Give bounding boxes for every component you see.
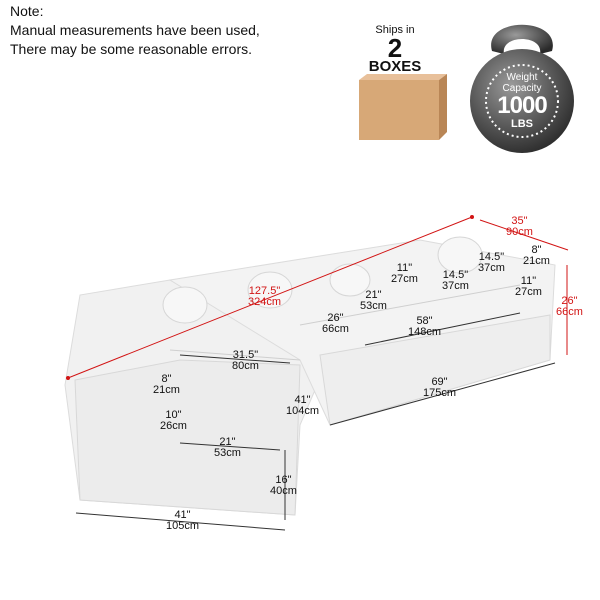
dim-back-height: 11"27cm [391, 262, 418, 285]
note-title: Note: [10, 3, 44, 19]
weight-capacity-badge: Weight Capacity 1000 LBS [462, 6, 582, 156]
dim-corner-width: 31.5"80cm [232, 349, 259, 372]
dim-front-length: 69"175cm [423, 376, 457, 399]
dim-total-length: 127.5"324cm [248, 285, 282, 308]
box-count: 2 [387, 33, 403, 63]
dim-left-arm-height: 10"26cm [160, 409, 187, 432]
shipping-box-icon [359, 74, 447, 140]
dim-seat-length: 58"148cm [408, 315, 442, 338]
boxes-label: BOXES [368, 58, 422, 75]
shipping-info: Ships in 2 BOXES [340, 24, 450, 75]
dim-left-back-height: 8"21cm [153, 373, 180, 396]
dim-back-pillow-height: 8"21cm [523, 244, 550, 267]
ships-in-label: Ships in [375, 24, 415, 36]
note: Note: Manual measurements have been used… [10, 2, 260, 59]
dim-left-width: 41"105cm [166, 509, 200, 532]
dim-pillow-width: 14.5"37cm [478, 251, 505, 274]
weight-unit: LBS [511, 118, 533, 130]
dim-depth: 35"90cm [506, 215, 533, 238]
kettlebell-icon [470, 24, 574, 153]
weight-value: 1000 [497, 92, 547, 119]
weight-label-1: Weight [506, 72, 538, 83]
note-line-1: Manual measurements have been used, [10, 22, 260, 38]
dim-side-depth: 41"104cm [286, 394, 320, 417]
dim-left-seat-depth: 21"53cm [214, 436, 241, 459]
dim-height: 26"66cm [556, 295, 583, 318]
dim-armrest-height: 11"27cm [515, 275, 542, 298]
sectional-sofa-illustration [64, 215, 569, 531]
dim-seat-depth-2: 26"66cm [322, 312, 349, 335]
weight-label-2: Capacity [502, 83, 542, 94]
dim-seat-depth: 21"53cm [360, 289, 387, 312]
dim-seat-height: 16"40cm [270, 474, 297, 497]
dim-pillow2-width: 14.5"37cm [442, 269, 469, 292]
note-line-2: There may be some reasonable errors. [10, 41, 252, 57]
